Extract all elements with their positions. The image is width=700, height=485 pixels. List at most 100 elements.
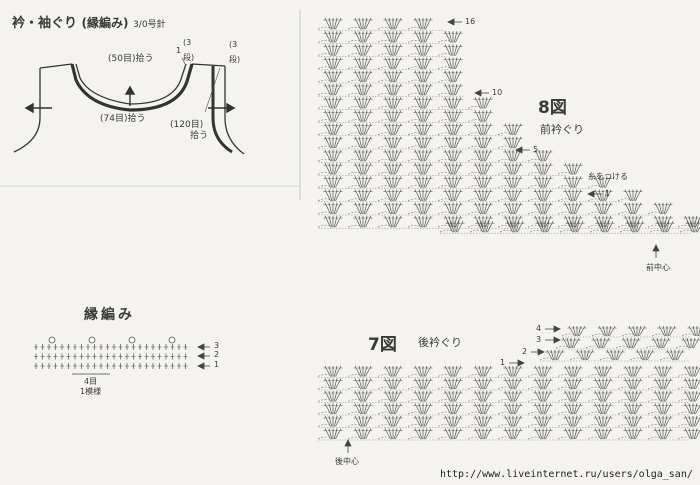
fig8-stitch-fan — [437, 149, 463, 162]
fig7-stitch-fan — [317, 403, 343, 415]
fig7-stitch-fan — [621, 325, 647, 337]
fig7-stitch-fan — [569, 349, 595, 361]
fig7-stitch-fan — [615, 337, 641, 349]
fig8-stitch-fan — [437, 44, 463, 56]
fig7-stitch-fan — [527, 403, 553, 415]
fig7-stitch-fan — [557, 403, 583, 415]
fig7-stitch-fan — [617, 365, 643, 377]
fig8-stitch-fan — [467, 215, 493, 228]
fig8-stitch-chart — [317, 17, 700, 234]
fig8-stitch-fan — [647, 215, 673, 228]
fig8-stitch-fan — [407, 123, 433, 136]
fig7-stitch-fan — [539, 349, 565, 361]
fig8-stitch-fan — [347, 57, 373, 70]
fig7-stitch-fan — [617, 390, 643, 402]
fig7-stitch-fan — [617, 415, 643, 427]
fig8-stitch-fan — [497, 123, 523, 136]
fig8-stitch-fan — [347, 110, 373, 122]
fig7-stitch-fan — [527, 415, 553, 427]
fig8-stitch-fan — [377, 189, 403, 202]
fig7-stitch-fan — [317, 428, 343, 440]
fig8-stitch-fan — [407, 136, 433, 149]
fig8-stitch-fan — [407, 57, 433, 70]
fig7-stitch-fan — [527, 365, 553, 377]
fig8-stitch-fan — [439, 221, 465, 233]
fig8-stitch-fan — [437, 163, 463, 175]
fig8-stitch-fan — [317, 123, 343, 136]
fig7-stitch-fan — [555, 337, 581, 349]
fig8-stitch-fan — [377, 202, 403, 215]
edging-title: 縁編み — [84, 307, 135, 323]
fig8-stitch-fan — [617, 189, 643, 202]
fig8-stitch-fan — [527, 149, 553, 162]
neckline-outline — [13, 63, 245, 155]
fig8-stitch-fan — [347, 97, 373, 109]
fig8-stitch-fan — [437, 176, 463, 188]
fig8-stitch-fan — [347, 83, 373, 96]
fig7-stitch-fan — [347, 415, 373, 427]
fig8-stitch-fan — [467, 110, 493, 122]
fig7-stitch-fan — [497, 403, 523, 415]
source-url[interactable]: http://www.liveinternet.ru/users/olga_sa… — [440, 469, 693, 480]
fig7-stitch-fan — [587, 415, 613, 427]
fig8-stitch-fan — [347, 136, 373, 149]
fig7-stitch-fan — [585, 337, 611, 349]
fig8-stitch-fan — [407, 202, 433, 215]
section1-needle: 3/0号針 — [133, 20, 166, 30]
fig8-attach-yarn: 糸をつける — [588, 172, 628, 181]
fig8-stitch-fan — [407, 83, 433, 96]
fig7-stitch-fan — [467, 403, 493, 415]
fig8-stitch-fan — [347, 202, 373, 215]
fig7-stitch-chart — [317, 325, 700, 441]
fig8-stitch-fan — [377, 44, 403, 56]
section1-title: 衿・袖ぐり (縁編み) 3/0号針 — [12, 12, 166, 31]
fig8-stitch-fan — [317, 57, 343, 70]
fig7-stitch-fan — [677, 390, 700, 402]
fig8-stitch-fan — [587, 176, 613, 188]
fig7-stitch-fan — [591, 325, 617, 337]
fig8-stitch-fan — [377, 57, 403, 70]
fig7-stitch-fan — [377, 390, 403, 402]
fig7-stitch-fan — [587, 428, 613, 440]
fig8-stitch-fan — [317, 31, 343, 43]
fig8-stitch-fan — [377, 149, 403, 162]
fig8-stitch-fan — [377, 136, 403, 149]
fig8-stitch-fan — [437, 202, 463, 215]
fig8-stitch-fan — [407, 189, 433, 202]
fig8-stitch-fan — [377, 17, 403, 30]
fig8-stitch-fan — [347, 70, 373, 83]
fig8-stitch-fan — [467, 189, 493, 202]
fig7-row-2: 2 — [522, 347, 528, 356]
fig8-stitch-fan — [497, 176, 523, 188]
fig8-row-1: 1 — [605, 189, 611, 198]
fig8-stitch-fan — [437, 57, 463, 70]
fig8-stitch-fan — [377, 123, 403, 136]
fig7-stitch-fan — [647, 403, 673, 415]
fig7-stitch-fan — [617, 403, 643, 415]
fig7-stitch-fan — [317, 415, 343, 427]
fig7-stitch-fan — [437, 428, 463, 440]
fig8-stitch-fan — [377, 163, 403, 175]
fig8-stitch-fan — [497, 202, 523, 215]
picot-stitch — [168, 336, 176, 344]
fig8-stitch-fan — [407, 163, 433, 175]
fig7-stitch-fan — [407, 378, 433, 390]
fig7-stitch-fan — [407, 365, 433, 377]
fig8-stitch-fan — [467, 97, 493, 109]
fig7-stitch-fan — [677, 415, 700, 427]
fig8-stitch-fan — [407, 44, 433, 56]
fig8-stitch-fan — [559, 221, 585, 233]
fig8-stitch-fan — [407, 70, 433, 83]
fig7-stitch-fan — [647, 365, 673, 377]
edging-row-1: 1 — [214, 360, 220, 369]
fig8-stitch-fan — [317, 110, 343, 122]
rows-label-3a: (3 — [183, 38, 192, 47]
fig8-stitch-fan — [347, 31, 373, 43]
fig7-stitch-fan — [377, 378, 403, 390]
label-120-stitches: (120目) — [170, 120, 204, 130]
fig7-stitch-fan — [497, 365, 523, 377]
label-120-pickup: 拾う — [190, 131, 209, 141]
fig7-stitch-fan — [407, 403, 433, 415]
fig8-stitch-fan — [437, 31, 463, 43]
